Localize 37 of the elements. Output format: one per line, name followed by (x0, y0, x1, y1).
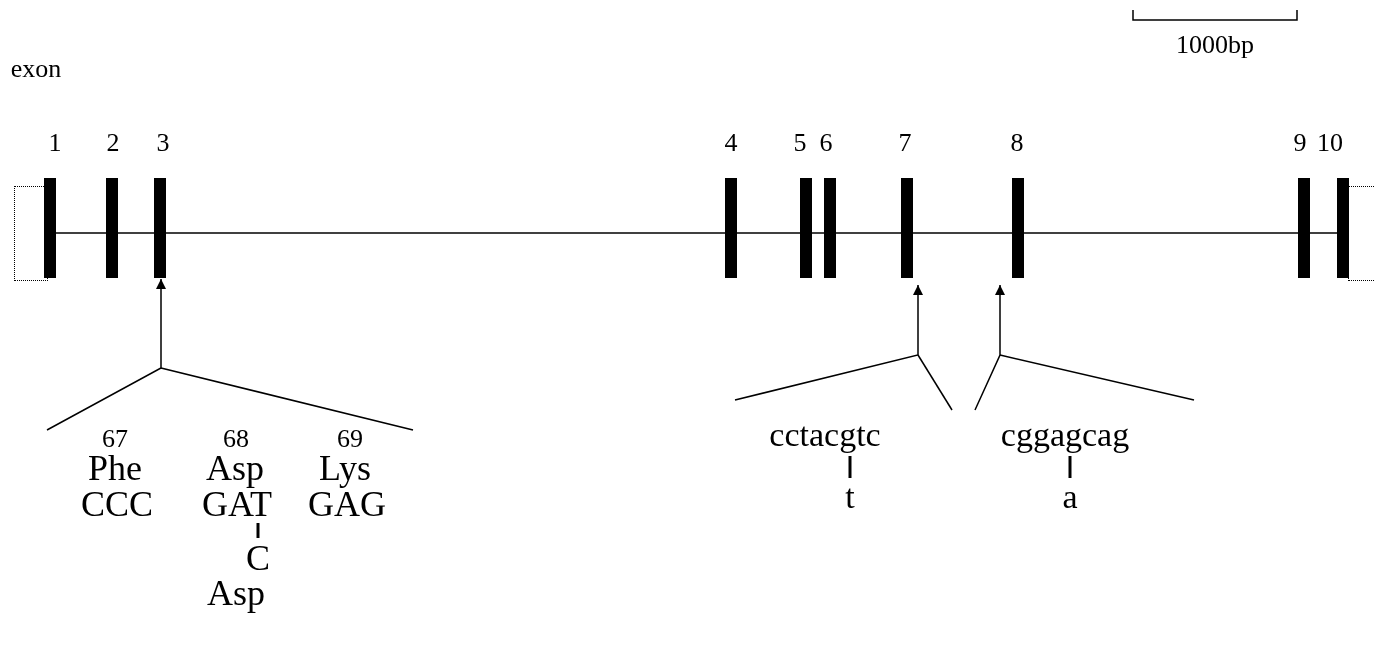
sequence-text: Asp (207, 575, 265, 611)
sequence-text: CCC (81, 486, 153, 522)
codon-number: 68 (223, 426, 249, 452)
sequence-text: Asp (206, 450, 264, 486)
sequence-text: t (845, 480, 855, 514)
intron-line (912, 232, 1013, 234)
sequence-text: Lys (319, 450, 371, 486)
sequence-text: cggagcag (1000, 418, 1130, 452)
arrow (46, 278, 166, 431)
exon-number: 5 (793, 130, 807, 156)
exon-number: 9 (1293, 130, 1307, 156)
intron-line (736, 232, 801, 234)
exon-number: 8 (1010, 130, 1024, 156)
intron-line (1023, 232, 1299, 234)
intron-line (835, 232, 902, 234)
sequence-text: C (246, 540, 270, 576)
intron-line (811, 232, 825, 234)
sequence-text: Phe (88, 450, 142, 486)
intron-line (117, 232, 155, 234)
exon-number: 6 (819, 130, 833, 156)
exon-number: 4 (724, 130, 738, 156)
arrow (974, 284, 1005, 411)
exon-number: 3 (156, 130, 170, 156)
codon-number: 69 (337, 426, 363, 452)
scale-label: 1000bp (1176, 32, 1254, 58)
intron-line (165, 232, 726, 234)
codon-number: 67 (102, 426, 128, 452)
intron-line (55, 232, 107, 234)
exon-number: 7 (898, 130, 912, 156)
intron-line (1309, 232, 1338, 234)
sequence-text: a (1062, 480, 1078, 514)
axis-title: exon (10, 56, 62, 82)
exon-number: 10 (1317, 130, 1343, 156)
sequence-text: cctacgtc (769, 418, 881, 452)
exon-number: 2 (106, 130, 120, 156)
arrow (734, 284, 923, 401)
exon-number: 1 (48, 130, 62, 156)
